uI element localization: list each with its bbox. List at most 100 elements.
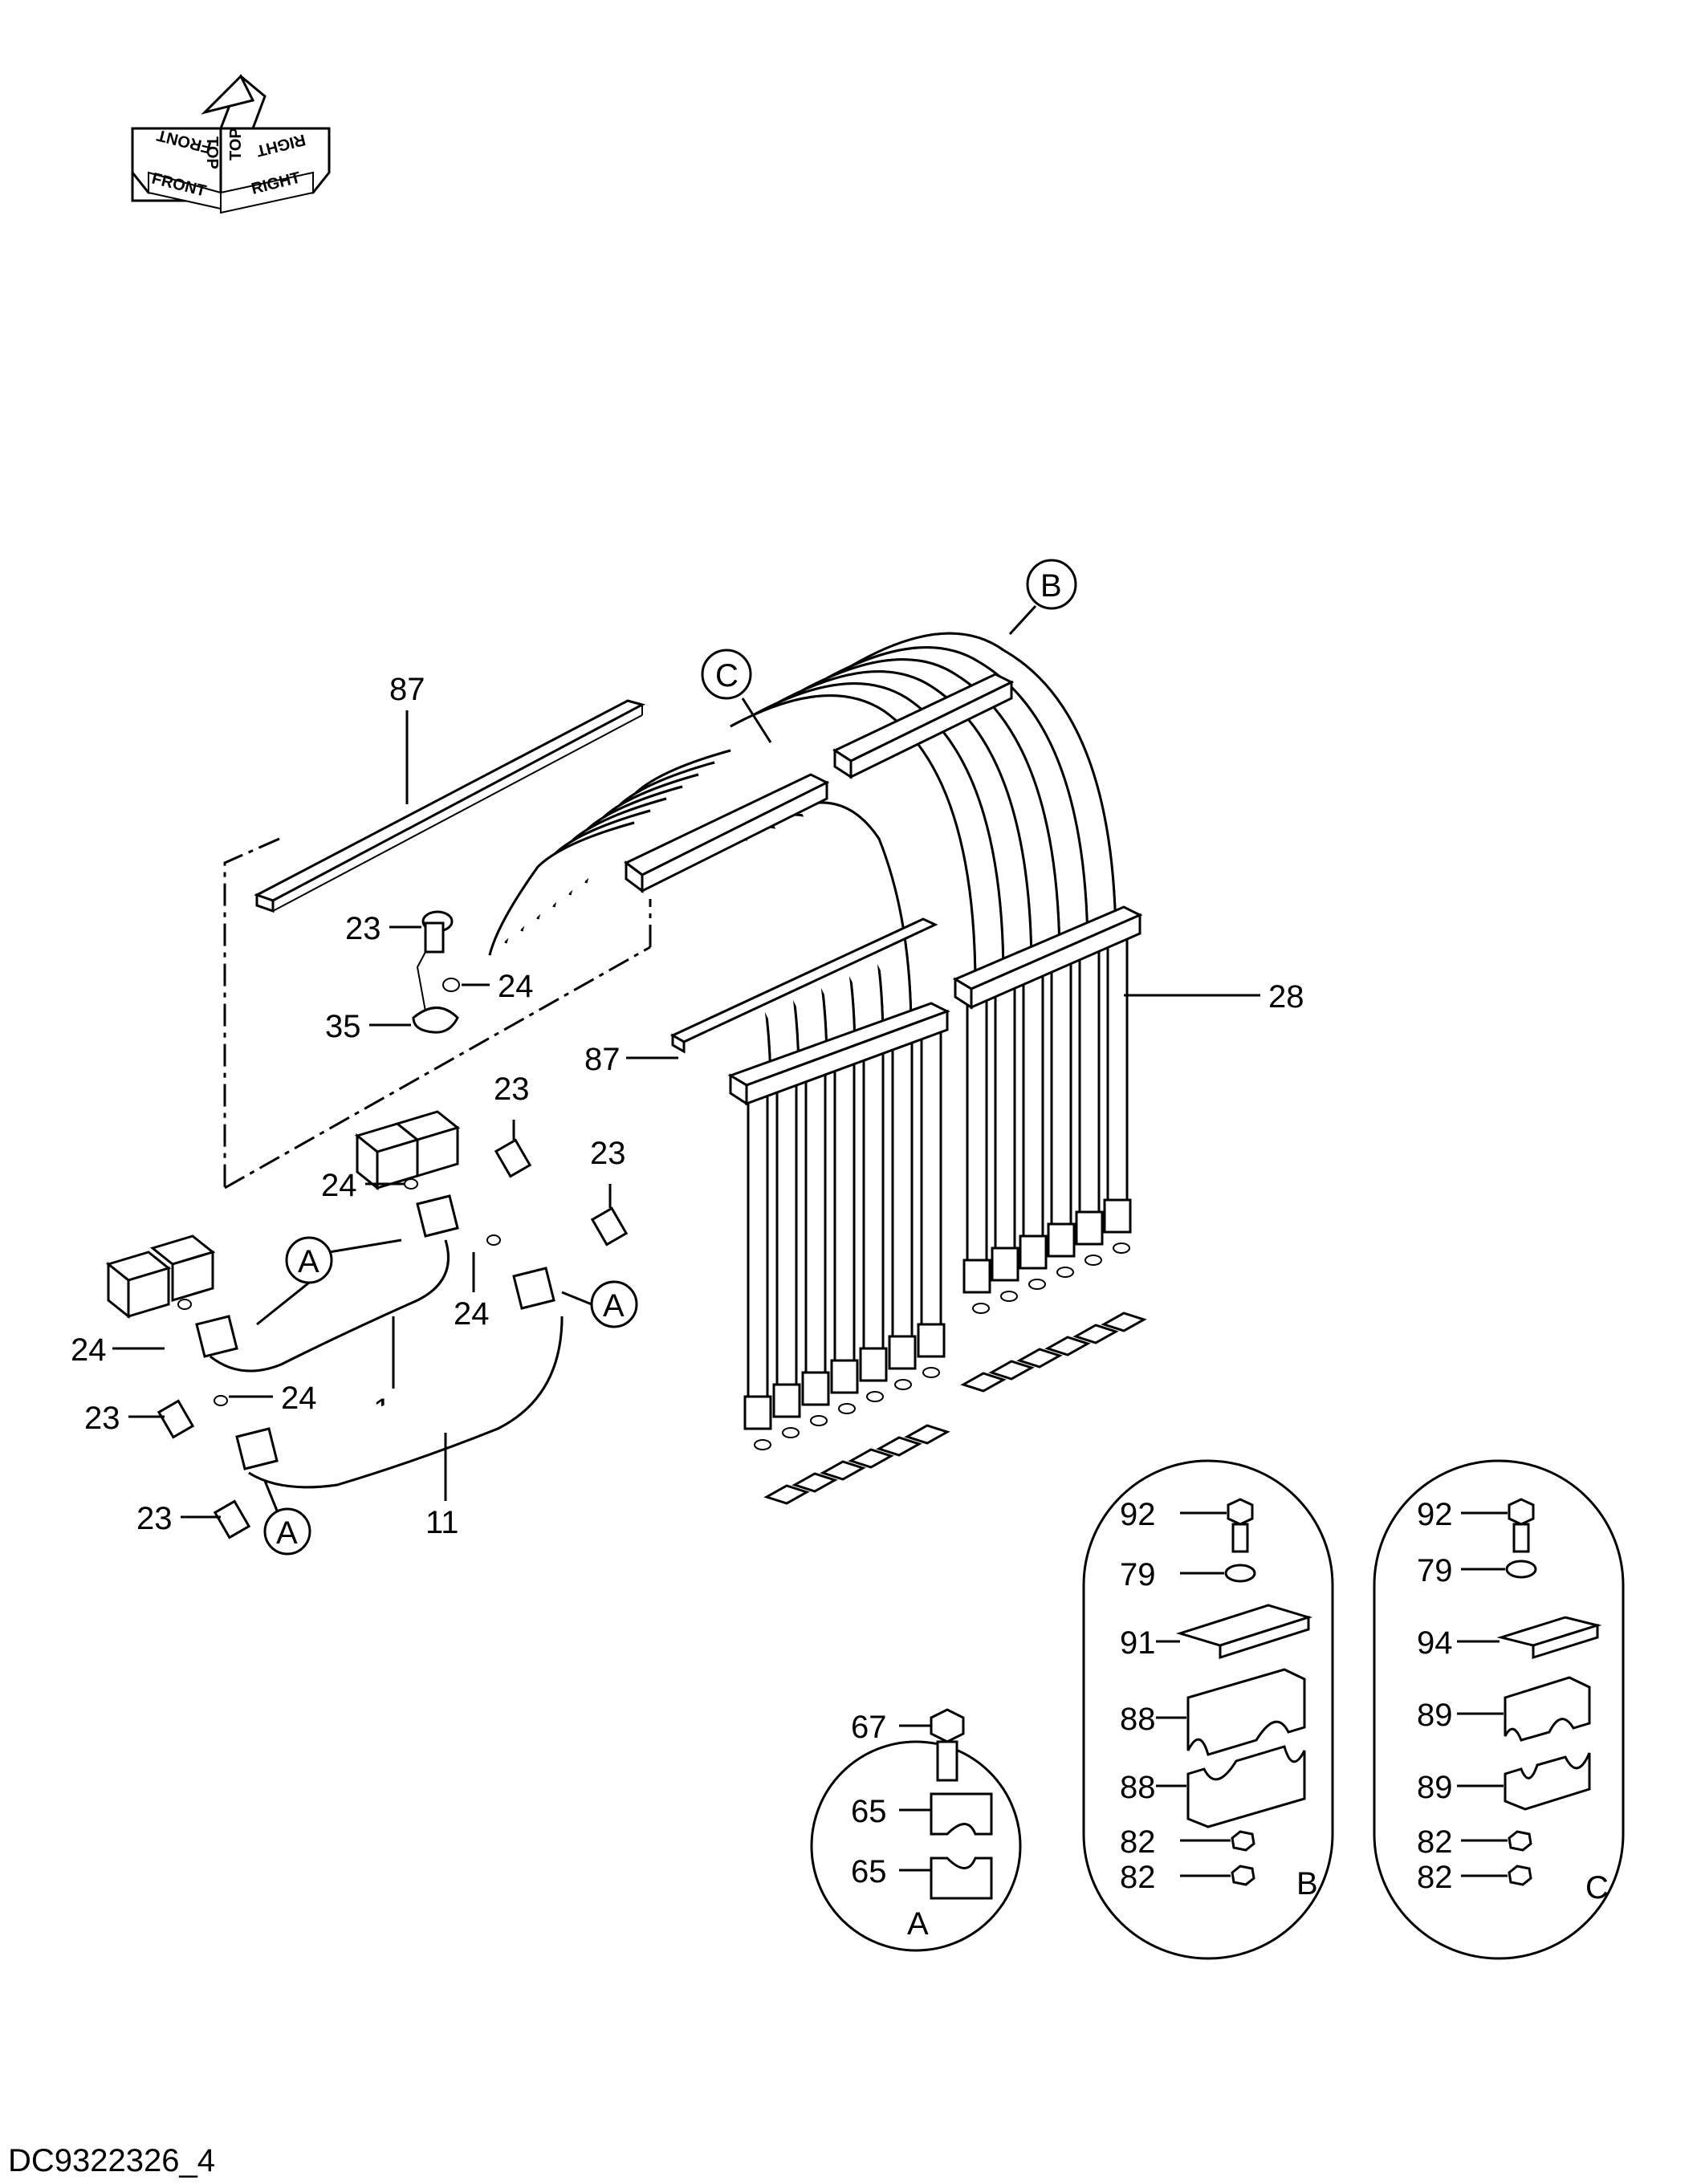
clamp-89-upper-icon [1504,1676,1591,1742]
callout-23-e: 23 [136,1501,173,1536]
line-11 [235,1267,564,1489]
washer-79-icon [1224,1564,1256,1583]
clamp-88-lower-icon [1186,1745,1306,1828]
detail-b-item-6: 82 [1120,1824,1156,1860]
detail-a-letter: A [907,1906,929,1942]
leader-a2 [561,1291,592,1306]
detail-a-item-2: 65 [851,1794,887,1829]
clamp-blocks [624,673,1143,1106]
callout-24-e: 24 [281,1381,317,1416]
clamp-65-lower-icon [930,1857,993,1900]
connector-block-left [105,1234,216,1320]
detail-b-letter: B [1296,1866,1318,1901]
front-hose-ends [743,1018,946,1430]
oring-24-b [404,1178,418,1190]
front-hose-curls [488,749,731,956]
bubble-a3-label: A [276,1515,298,1551]
clamp-89-lower-icon [1504,1752,1591,1811]
line-10 [195,1194,459,1373]
detail-c-item-4: 89 [1417,1698,1453,1733]
leader-23-35 [416,951,426,1012]
nut-82-c-upper-icon [1508,1830,1532,1852]
oring-24-upper [442,978,460,992]
callout-11: 11 [425,1505,459,1540]
front-hose-arcs [657,801,913,1092]
front-oring-group [754,1367,950,1505]
detail-c-item-2: 79 [1417,1553,1453,1588]
bolt-23-upper [421,910,454,954]
detail-b-item-5: 88 [1120,1770,1156,1805]
callout-24-c: 24 [454,1296,490,1332]
detail-c-item-1: 92 [1417,1497,1453,1532]
callout-23-upper: 23 [345,911,381,946]
detail-a-item-3: 65 [851,1854,887,1889]
bubble-a2-label: A [603,1288,625,1324]
callout-28: 28 [1268,979,1304,1015]
callout-24-b: 24 [321,1168,357,1203]
detail-b-item-1: 92 [1120,1497,1156,1532]
detail-b-item-2: 79 [1120,1557,1156,1592]
bolt-92-c-icon [1508,1498,1535,1553]
clamp-88-upper-icon [1186,1668,1306,1756]
bubble-b-top-label: B [1040,568,1062,604]
callout-87-mid: 87 [584,1042,621,1077]
reference-line-left [223,837,280,1188]
callout-24-upper: 24 [498,969,534,1004]
bubble-b-top [1026,559,1077,610]
detail-c-item-3: 94 [1417,1625,1453,1661]
plate-91-icon [1175,1604,1313,1660]
compass-top-label: TOP [203,136,221,169]
detail-a: 67 65 65 A [810,1708,1022,1952]
bolt-92-icon [1227,1498,1254,1553]
callout-24-d: 24 [71,1332,107,1368]
callout-23-b: 23 [494,1072,530,1107]
compass-top-label-mirror: TOP [227,128,245,161]
bolt-67-icon [930,1708,965,1782]
rail-87-mid [669,917,938,1054]
detail-b-item-7: 82 [1120,1860,1156,1895]
bubble-c-top [701,649,752,700]
leader-b-top [1008,604,1037,636]
plate-94-icon [1496,1616,1602,1660]
leader-a1-2 [256,1281,310,1326]
detail-c-item-7: 82 [1417,1860,1453,1895]
callout-23-c: 23 [590,1136,626,1171]
leader-a1-1 [328,1238,402,1254]
clamp-65-upper-icon [930,1792,993,1836]
leader-c-top [741,697,772,743]
detail-b-item-4: 88 [1120,1702,1156,1737]
washer-79-c-icon [1505,1560,1537,1579]
clamp-35 [412,1007,459,1034]
bolt-23-e [213,1499,251,1539]
bubble-a3 [263,1507,311,1556]
nut-82-upper-icon [1231,1830,1255,1852]
callout-87-top: 87 [389,672,425,707]
bolt-23-d [157,1399,195,1439]
bubble-a1-label: A [298,1244,319,1279]
oring-24-e [214,1395,228,1406]
orientation-compass-icon: FRONT FRONT TOP TOP RIGHT RIGHT [131,74,331,214]
leader-a3 [263,1480,279,1511]
bubble-c-top-label: C [715,658,739,693]
callout-35: 35 [325,1009,361,1044]
detail-c-item-5: 89 [1417,1770,1453,1805]
detail-b-item-3: 91 [1120,1625,1156,1661]
nut-82-lower-icon [1231,1865,1255,1886]
callout-23-d: 23 [84,1401,120,1436]
detail-c: 92 79 94 89 89 82 82 C [1373,1459,1625,1960]
oring-24-c [486,1234,501,1246]
hose-bundle-28 [488,632,1143,1430]
diagram-code: DC9322326_4 [8,2143,215,2178]
detail-c-letter: C [1585,1870,1609,1905]
detail-a-item-1: 67 [851,1710,887,1745]
rail-87-top [254,699,646,913]
rear-hose-ends [962,917,1132,1294]
rear-oring-group [960,1242,1147,1393]
oring-24-d [177,1299,192,1310]
detail-c-item-6: 82 [1417,1824,1453,1860]
connector-block-right [354,1110,461,1191]
detail-b: 92 79 91 88 88 82 82 B [1082,1459,1334,1960]
bolt-23-c [590,1206,629,1247]
nut-82-c-lower-icon [1508,1865,1532,1886]
